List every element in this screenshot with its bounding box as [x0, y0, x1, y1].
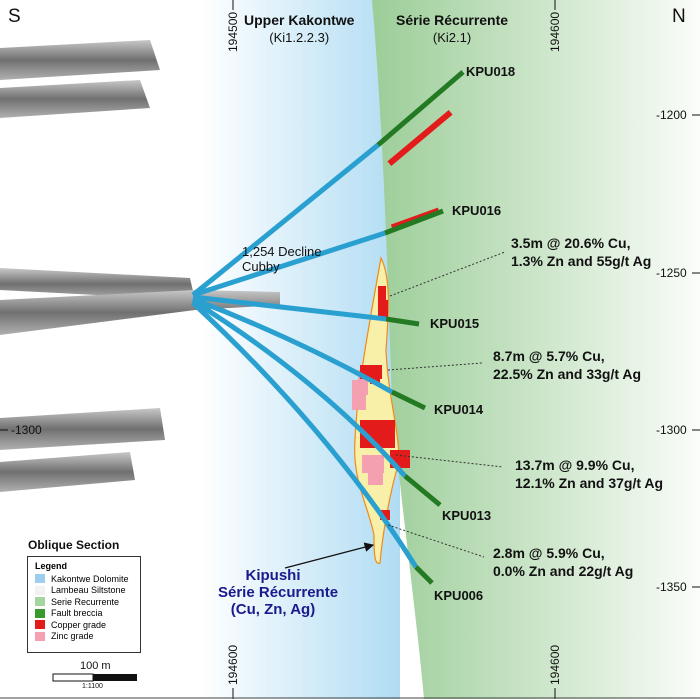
elevation-tick: -1350	[656, 580, 687, 594]
legend: Legend Kakontwe Dolomite Lambeau Siltsto…	[27, 556, 141, 653]
drillhole-label-kpu006: KPU006	[434, 588, 484, 603]
zone-name: Série Récurrente	[396, 12, 509, 28]
easting-tick-top: 194600	[548, 11, 562, 52]
drillhole-label-kpu016: KPU016	[452, 203, 502, 218]
legend-item: Kakontwe Dolomite	[28, 573, 140, 585]
intercept-leaders	[387, 251, 506, 558]
legend-swatch	[35, 620, 45, 630]
scale-label: 100 m	[80, 660, 111, 672]
drillhole-label-kpu018: KPU018	[466, 64, 516, 79]
elevation-tick: -1300	[656, 423, 687, 437]
orebody-label: Kipushi Série Récurrente (Cu, Zn, Ag)	[218, 567, 339, 618]
legend-swatch	[35, 631, 45, 641]
scale-ratio: 1:1100	[82, 683, 103, 690]
legend-label: Fault breccia	[51, 608, 103, 619]
orebody-label-line: (Cu, Zn, Ag)	[230, 601, 316, 618]
easting-tick-bottom: 194600	[548, 644, 562, 685]
serie-recurrente-zone	[372, 0, 700, 699]
legend-item: Copper grade	[28, 619, 140, 631]
legend-title: Legend	[35, 561, 68, 571]
legend-item: Fault breccia	[28, 608, 140, 620]
orebody	[354, 256, 400, 564]
intercept-line: 2.8m @ 5.9% Cu,	[493, 545, 605, 561]
legend-label: Lambeau Siltstone	[51, 585, 126, 596]
legend-item: Serie Recurrente	[28, 596, 140, 608]
legend-label: Zinc grade	[51, 631, 94, 642]
legend-swatch	[35, 597, 45, 607]
legend-label: Kakontwe Dolomite	[51, 573, 129, 584]
orebody-label-line: Kipushi	[245, 567, 301, 584]
intercept-line: 1.3% Zn and 55g/t Ag	[511, 253, 652, 269]
zinc-grade-bars	[352, 370, 384, 485]
intercept-annotation: 8.7m @ 5.7% Cu, 22.5% Zn and 33g/t Ag	[493, 347, 641, 383]
drillhole-label-kpu013: KPU013	[442, 508, 492, 523]
zone-code: (Ki1.2.2.3)	[269, 30, 330, 45]
legend-label: Copper grade	[51, 619, 107, 630]
orebody-arrow	[284, 542, 375, 569]
easting-tick-bottom: 194600	[226, 644, 240, 685]
legend-swatch	[35, 574, 45, 584]
intercept-line: 22.5% Zn and 33g/t Ag	[493, 366, 642, 382]
legend-item: Lambeau Siltstone	[28, 585, 140, 597]
elevation-tick: -1200	[656, 108, 687, 122]
zone-name: Upper Kakontwe	[244, 12, 355, 28]
section-title: Oblique Section	[28, 538, 120, 552]
underground-workings	[0, 40, 280, 492]
legend-item: Zinc grade	[28, 631, 140, 643]
scale-bar	[52, 673, 137, 682]
intercept-annotation: 3.5m @ 20.6% Cu, 1.3% Zn and 55g/t Ag	[511, 234, 651, 270]
intercept-line: 8.7m @ 5.7% Cu,	[493, 348, 605, 364]
drillhole-label-kpu014: KPU014	[434, 402, 484, 417]
drillholes	[191, 70, 465, 585]
zone-serie-recurrente: Série Récurrente (Ki2.1)	[396, 12, 508, 46]
intercept-line: 13.7m @ 9.9% Cu,	[515, 457, 635, 473]
compass-north: N	[672, 6, 686, 27]
legend-swatch	[35, 585, 45, 595]
intercept-annotation: 13.7m @ 9.9% Cu, 12.1% Zn and 37g/t Ag	[515, 456, 663, 492]
zone-code: (Ki2.1)	[432, 30, 472, 45]
drillhole-label-kpu015: KPU015	[430, 316, 480, 331]
intercept-annotation: 2.8m @ 5.9% Cu, 0.0% Zn and 22g/t Ag	[493, 544, 633, 580]
decline-cubby-label: 1,254 Decline Cubby	[242, 244, 322, 274]
legend-swatch	[35, 608, 45, 618]
intercept-line: 0.0% Zn and 22g/t Ag	[493, 563, 634, 579]
intercept-line: 3.5m @ 20.6% Cu,	[511, 235, 631, 251]
legend-label: Serie Recurrente	[51, 596, 120, 607]
elevation-tick-left: -1300	[11, 423, 42, 437]
compass-south: S	[8, 6, 21, 27]
orebody-label-line: Série Récurrente	[218, 584, 339, 601]
elevation-tick: -1250	[656, 266, 687, 280]
intercept-line: 12.1% Zn and 37g/t Ag	[515, 475, 664, 491]
zone-upper-kakontwe: Upper Kakontwe (Ki1.2.2.3)	[244, 12, 354, 46]
easting-tick-top: 194500	[226, 11, 240, 52]
